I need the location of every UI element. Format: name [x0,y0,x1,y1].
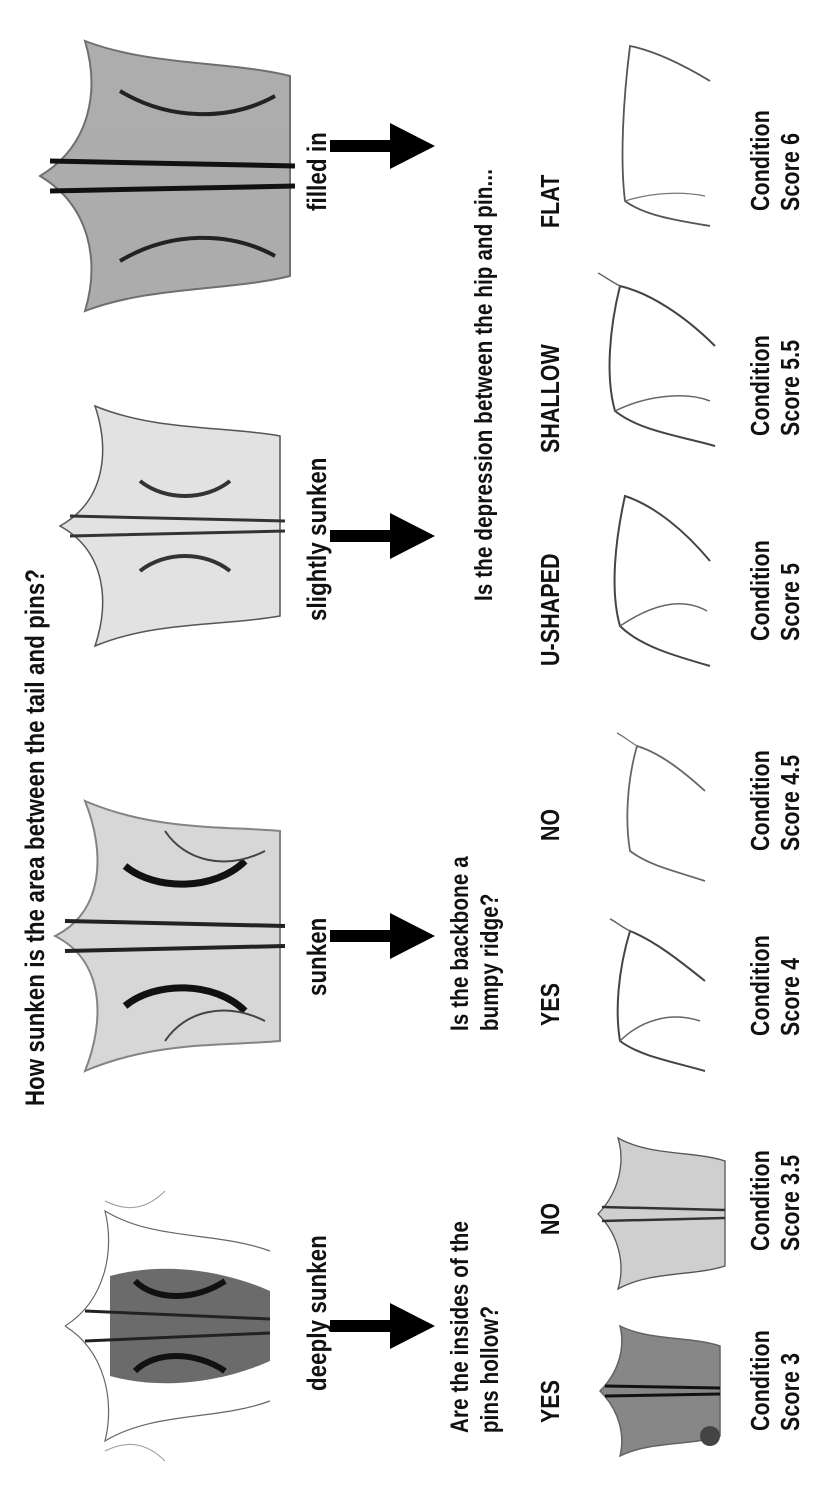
question-pins-hollow: Are the insides of the pins hollow? [445,1187,505,1433]
condition-score-4-5-line1: Condition [745,736,775,851]
cow-rear-deeply-sunken-illustration [45,1181,285,1471]
arrow-deeply-sunken-icon [330,1301,435,1351]
condition-score-4-line1: Condition [745,921,775,1036]
condition-score-3: Condition Score 3 [745,1316,805,1431]
condition-score-5-5: Condition Score 5.5 [745,321,805,436]
condition-score-4-5: Condition Score 4.5 [745,736,805,851]
score-5-illustration [595,481,725,681]
condition-score-5-line1: Condition [745,526,775,641]
condition-score-4: Condition Score 4 [745,921,805,1036]
question-hip-pin-depression: Is the depression between the hip and pi… [470,169,499,601]
cow-rear-filled-in-illustration [30,21,300,331]
condition-score-5-5-line2: Score 5.5 [775,321,805,436]
answer-flat: FLAT [535,174,566,228]
answer-backbone-yes: YES [535,983,566,1026]
condition-score-5-line2: Score 5 [775,526,805,641]
condition-score-6: Condition Score 6 [745,96,805,211]
branch-label-slightly-sunken: slightly sunken [302,457,333,621]
cow-rear-slightly-sunken-illustration [45,381,295,671]
score-4-5-illustration [605,731,720,891]
arrow-filled-in-icon [330,121,435,171]
answer-pins-hollow-yes: YES [535,1380,566,1423]
branch-label-sunken: sunken [302,917,333,996]
answer-backbone-no: NO [535,809,566,841]
condition-score-3-5-line1: Condition [745,1136,775,1251]
score-6-illustration [595,31,725,241]
condition-score-4-5-line2: Score 4.5 [775,736,805,851]
cow-rear-sunken-illustration [45,771,295,1101]
condition-score-3-5: Condition Score 3.5 [745,1136,805,1251]
answer-u-shaped: U-SHAPED [535,553,566,666]
answer-shallow: SHALLOW [535,344,566,453]
condition-score-4-line2: Score 4 [775,921,805,1036]
condition-score-6-line2: Score 6 [775,96,805,211]
score-4-illustration [600,916,720,1081]
condition-score-3-5-line2: Score 3.5 [775,1136,805,1251]
branch-label-filled-in: filled in [302,132,333,211]
condition-score-6-line1: Condition [745,96,775,211]
condition-score-5: Condition Score 5 [745,526,805,641]
arrow-slightly-sunken-icon [330,511,435,561]
condition-score-5-5-line1: Condition [745,321,775,436]
branch-label-deeply-sunken: deeply sunken [302,1235,333,1391]
score-3-5-illustration [590,1126,730,1301]
score-3-illustration [590,1316,725,1466]
question-backbone-ridge: Is the backbone a bumpy ridge? [445,810,505,1031]
arrow-sunken-icon [330,911,435,961]
score-5-5-illustration [590,271,730,461]
answer-pins-hollow-no: NO [535,1203,566,1235]
condition-score-3-line1: Condition [745,1316,775,1431]
condition-score-3-line2: Score 3 [775,1316,805,1431]
